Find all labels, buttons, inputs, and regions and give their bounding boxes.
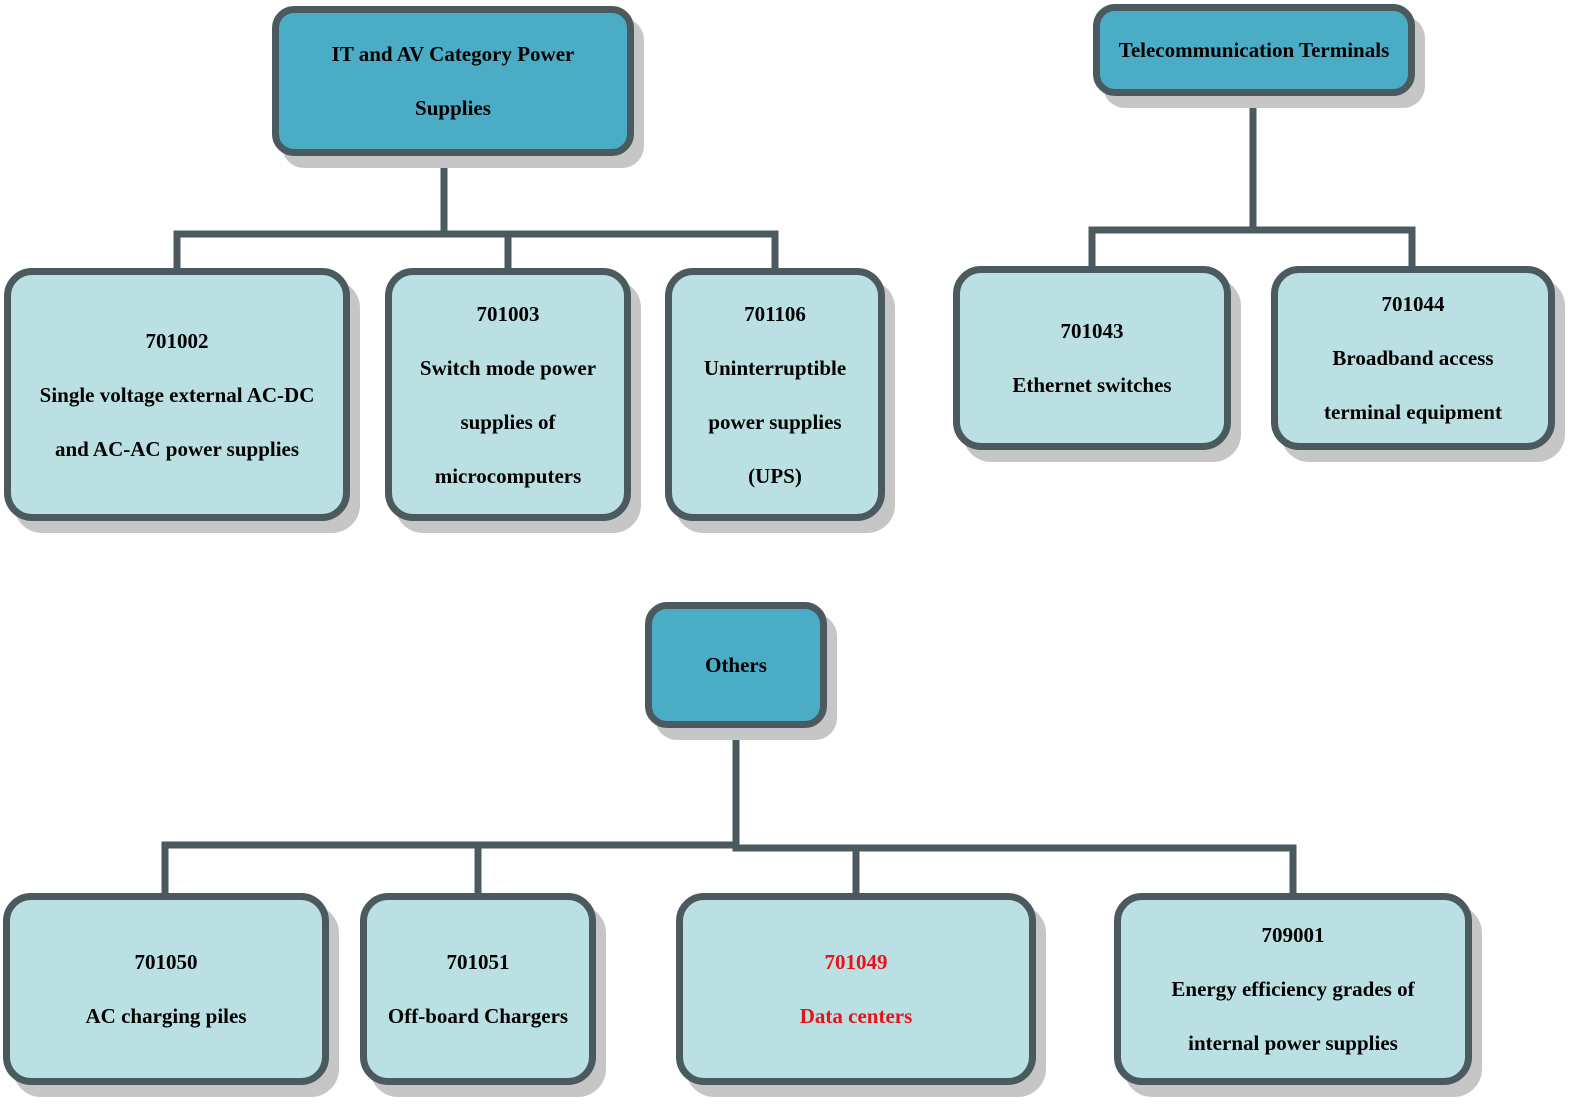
node-desc-line: Energy efficiency grades of: [1171, 977, 1415, 1001]
node-code: 701106: [744, 301, 806, 326]
node-desc-line: (UPS): [748, 463, 802, 488]
node-code: 709001: [1261, 923, 1325, 947]
header-title-line-1: Others: [705, 653, 767, 677]
node-701049: 701049 Data centers: [676, 893, 1036, 1085]
header-title-line-1: Telecommunication Terminals: [1118, 38, 1390, 62]
category-header-it-av: IT and AV Category Power Supplies: [272, 6, 634, 156]
node-701051: 701051 Off-board Chargers: [360, 893, 596, 1085]
node-desc-line: and AC-AC power supplies: [54, 436, 300, 461]
node-desc-line: Uninterruptible: [703, 355, 847, 380]
node-desc-line: microcomputers: [434, 463, 582, 488]
node-code: 701050: [134, 950, 198, 974]
node-desc-line: Broadband access: [1332, 346, 1494, 370]
node-701003: 701003 Switch mode power supplies of mic…: [385, 268, 631, 521]
node-desc-line: internal power supplies: [1188, 1031, 1398, 1055]
node-desc-line: Single voltage external AC-DC: [39, 382, 315, 407]
node-701050: 701050 AC charging piles: [3, 893, 329, 1085]
node-desc-line: Ethernet switches: [1012, 373, 1172, 397]
node-desc-line: Data centers: [799, 1004, 913, 1028]
node-709001: 709001 Energy efficiency grades of inter…: [1114, 893, 1472, 1085]
header-title-line-1: IT and AV Category Power: [331, 42, 575, 66]
node-desc-line: power supplies: [708, 409, 842, 434]
node-desc-line: terminal equipment: [1324, 400, 1502, 424]
node-desc-line: Switch mode power: [419, 355, 597, 380]
node-701043: 701043 Ethernet switches: [953, 266, 1231, 450]
node-desc-line: supplies of: [460, 409, 556, 434]
node-701044: 701044 Broadband access terminal equipme…: [1271, 266, 1555, 450]
node-desc-line: AC charging piles: [85, 1004, 247, 1028]
node-code: 701043: [1060, 319, 1124, 343]
category-header-telecom: Telecommunication Terminals: [1093, 4, 1415, 96]
node-code: 701003: [476, 301, 540, 326]
node-code: 701044: [1381, 292, 1445, 316]
node-code: 701051: [446, 950, 510, 974]
header-title-line-2: Supplies: [415, 96, 491, 120]
node-code: 701002: [145, 328, 209, 353]
node-701106: 701106 Uninterruptible power supplies (U…: [665, 268, 885, 521]
node-desc-line: Off-board Chargers: [387, 1004, 569, 1028]
node-701002: 701002 Single voltage external AC-DC and…: [4, 268, 350, 521]
node-code: 701049: [824, 950, 888, 974]
category-header-others: Others: [645, 602, 827, 728]
